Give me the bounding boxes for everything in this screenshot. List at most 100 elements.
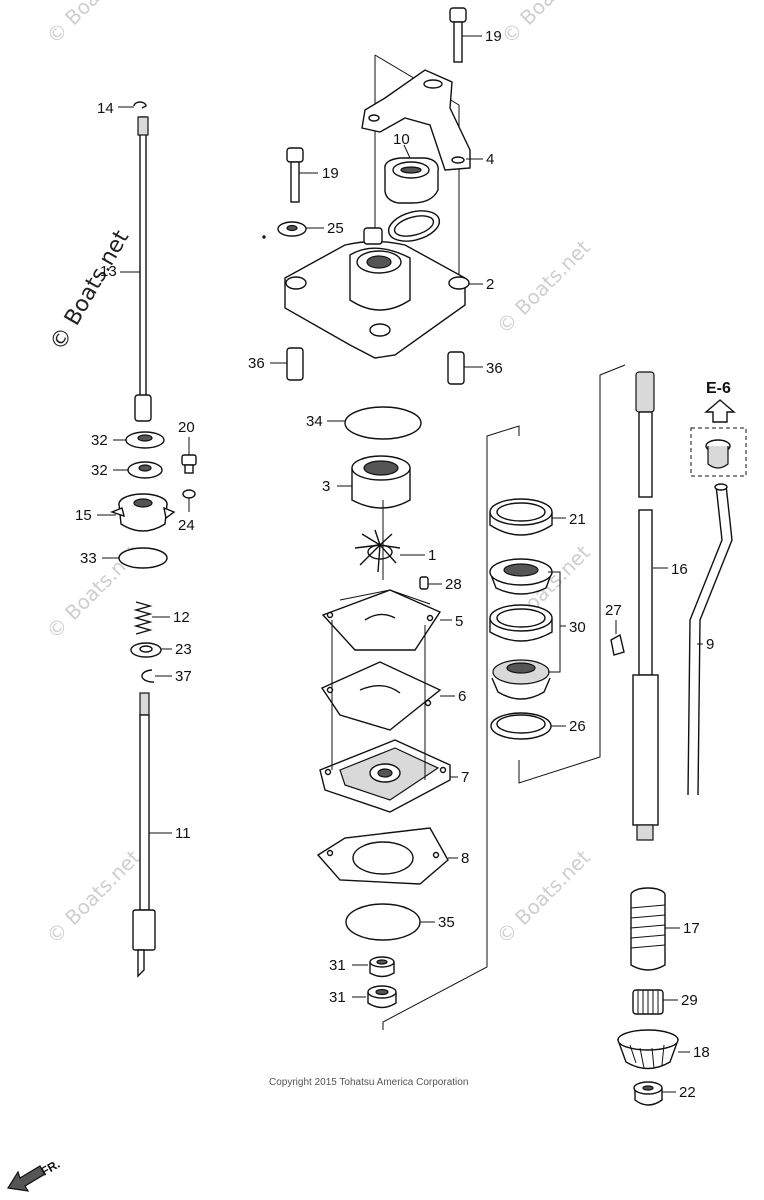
part-number-28: 28 xyxy=(445,576,462,593)
part-number-27: 27 xyxy=(605,602,622,619)
part-number-30: 30 xyxy=(569,619,586,636)
o-ring-34 xyxy=(344,406,422,440)
watermark: © Boats.net xyxy=(492,845,595,948)
e-ring-37 xyxy=(141,669,155,683)
key-28 xyxy=(419,576,429,590)
reference-box xyxy=(690,427,747,477)
part-number-32a: 32 xyxy=(91,432,108,449)
taper-bearing-30-lower xyxy=(491,659,551,700)
part-number-34: 34 xyxy=(306,413,323,430)
washer-23 xyxy=(130,642,162,658)
shift-housing-15 xyxy=(109,493,176,532)
part-number-3: 3 xyxy=(322,478,330,495)
upper-shift-rod-13 xyxy=(139,116,147,398)
bushing-32-upper xyxy=(125,431,165,449)
arrow-up-icon xyxy=(704,399,736,423)
part-number-12: 12 xyxy=(173,609,190,626)
reference-callout: E-6 xyxy=(690,380,747,477)
arrow-down-left-icon xyxy=(7,1165,46,1192)
part-number-1: 1 xyxy=(428,547,436,564)
part-number-20: 20 xyxy=(178,419,195,436)
gasket-6 xyxy=(320,661,442,731)
part-number-18: 18 xyxy=(693,1044,710,1061)
water-tube-9 xyxy=(687,484,733,796)
taper-bearing-30-upper xyxy=(489,558,553,595)
shift-rod-assembly: 14 13 32 32 20 24 xyxy=(75,100,197,978)
front-direction-indicator: FR. xyxy=(7,1157,62,1192)
spring-12 xyxy=(133,601,153,635)
bolt-19-upper xyxy=(449,7,467,63)
part-number-4: 4 xyxy=(486,151,494,168)
washer-24 xyxy=(182,489,196,499)
nut-22 xyxy=(633,1081,663,1106)
part-number-31a: 31 xyxy=(329,957,346,974)
lower-shift-rod-11 xyxy=(132,692,156,978)
watermark: © Boats.net xyxy=(42,845,145,948)
bushing-32-lower xyxy=(127,461,163,479)
pump-case-2 xyxy=(262,227,470,359)
boot-17 xyxy=(630,887,666,971)
drive-shaft-assembly: 16 27 E-6 9 17 xyxy=(605,371,747,1106)
reference-label: E-6 xyxy=(706,380,731,397)
watermark-center: © Boats.net xyxy=(46,226,135,355)
bearing-cup-21 xyxy=(489,498,553,536)
circlip-14 xyxy=(133,101,147,109)
part-number-2: 2 xyxy=(486,276,494,293)
part-number-36a: 36 xyxy=(248,355,265,372)
water-pump-assembly: 19 4 10 19 xyxy=(248,7,626,1030)
watermark: © Boats.net xyxy=(42,0,145,49)
washer-25 xyxy=(277,221,307,237)
pinion-gear-18 xyxy=(617,1029,679,1070)
part-number-15: 15 xyxy=(75,507,92,524)
part-number-14: 14 xyxy=(97,100,114,117)
bearing-stack: 21 30 26 xyxy=(489,498,586,740)
bearing-31-upper xyxy=(369,956,395,978)
part-number-13: 13 xyxy=(100,263,117,280)
part-number-23: 23 xyxy=(175,641,192,658)
bracket-4 xyxy=(361,69,471,171)
part-number-21: 21 xyxy=(569,511,586,528)
part-number-10: 10 xyxy=(393,131,410,148)
watermark: © Boats.net xyxy=(492,235,595,338)
part-number-24: 24 xyxy=(178,517,195,534)
part-number-33: 33 xyxy=(80,550,97,567)
dowel-36-right xyxy=(447,351,465,385)
part-number-25: 25 xyxy=(327,220,344,237)
part-number-9: 9 xyxy=(706,636,714,653)
part-number-36b: 36 xyxy=(486,360,503,377)
pump-insert-3 xyxy=(351,455,411,509)
part-number-32b: 32 xyxy=(91,462,108,479)
watermarks: © Boats.net © Boats.net © Boats.net © Bo… xyxy=(42,0,600,949)
o-ring-33 xyxy=(118,547,168,569)
part-number-26: 26 xyxy=(569,718,586,735)
part-number-29: 29 xyxy=(681,992,698,1009)
part-number-22: 22 xyxy=(679,1084,696,1101)
needle-bearing-29 xyxy=(632,989,664,1015)
bearing-race-30 xyxy=(489,604,553,642)
impeller-1 xyxy=(354,529,401,573)
pin-27 xyxy=(610,633,625,656)
part-number-35: 35 xyxy=(438,914,455,931)
copyright-notice: Copyright 2015 Tohatsu America Corporati… xyxy=(269,1077,468,1088)
grommet-10 xyxy=(384,157,439,204)
part-number-6: 6 xyxy=(458,688,466,705)
part-number-7: 7 xyxy=(461,769,469,786)
bolt-20 xyxy=(181,454,197,474)
bolt-19-left xyxy=(286,147,304,203)
watermark: © Boats.net xyxy=(497,0,600,49)
gasket-8 xyxy=(316,827,449,885)
part-number-17: 17 xyxy=(683,920,700,937)
gasket-oval xyxy=(387,210,441,242)
o-ring-35 xyxy=(345,903,421,941)
shim-26 xyxy=(490,712,552,740)
liner-plate-5 xyxy=(321,589,442,651)
grommet-icon xyxy=(705,439,731,469)
dowel-36-left xyxy=(286,347,304,381)
bearing-31-lower xyxy=(367,985,397,1009)
part-number-19b: 19 xyxy=(322,165,339,182)
part-number-5: 5 xyxy=(455,613,463,630)
part-number-37: 37 xyxy=(175,668,192,685)
drive-shaft-upper xyxy=(635,371,655,498)
part-number-16: 16 xyxy=(671,561,688,578)
